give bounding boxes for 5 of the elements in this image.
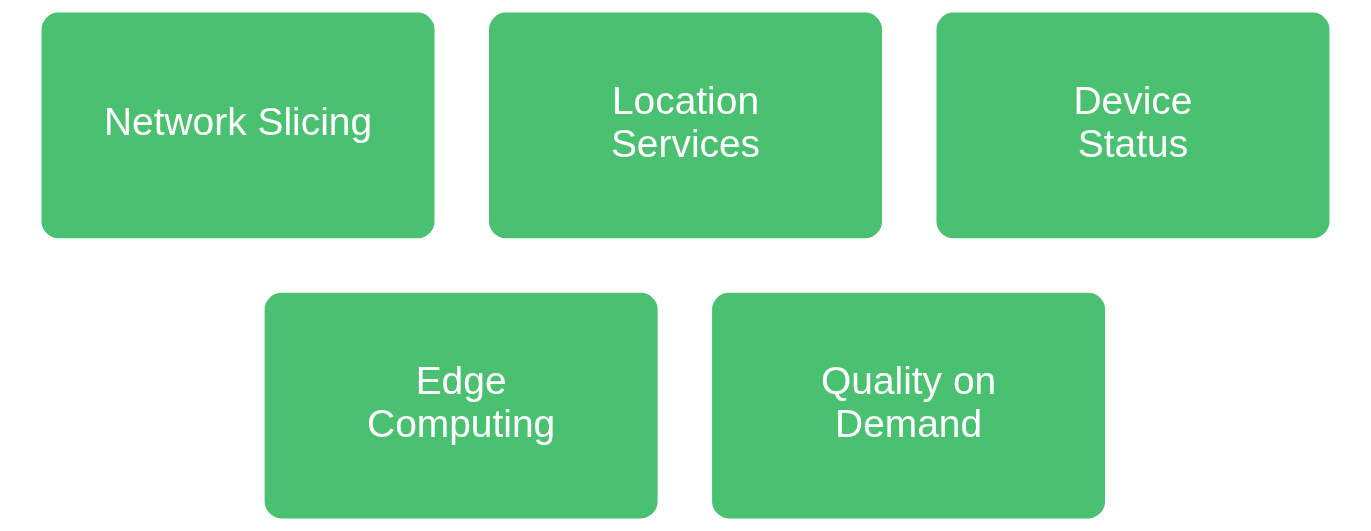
node-box: Device Status	[936, 12, 1330, 239]
node-box: Network Slicing	[41, 12, 435, 239]
node-box: Quality on Demand	[712, 292, 1106, 519]
node-box: Edge Computing	[264, 292, 658, 519]
node-box: Location Services	[489, 12, 882, 239]
